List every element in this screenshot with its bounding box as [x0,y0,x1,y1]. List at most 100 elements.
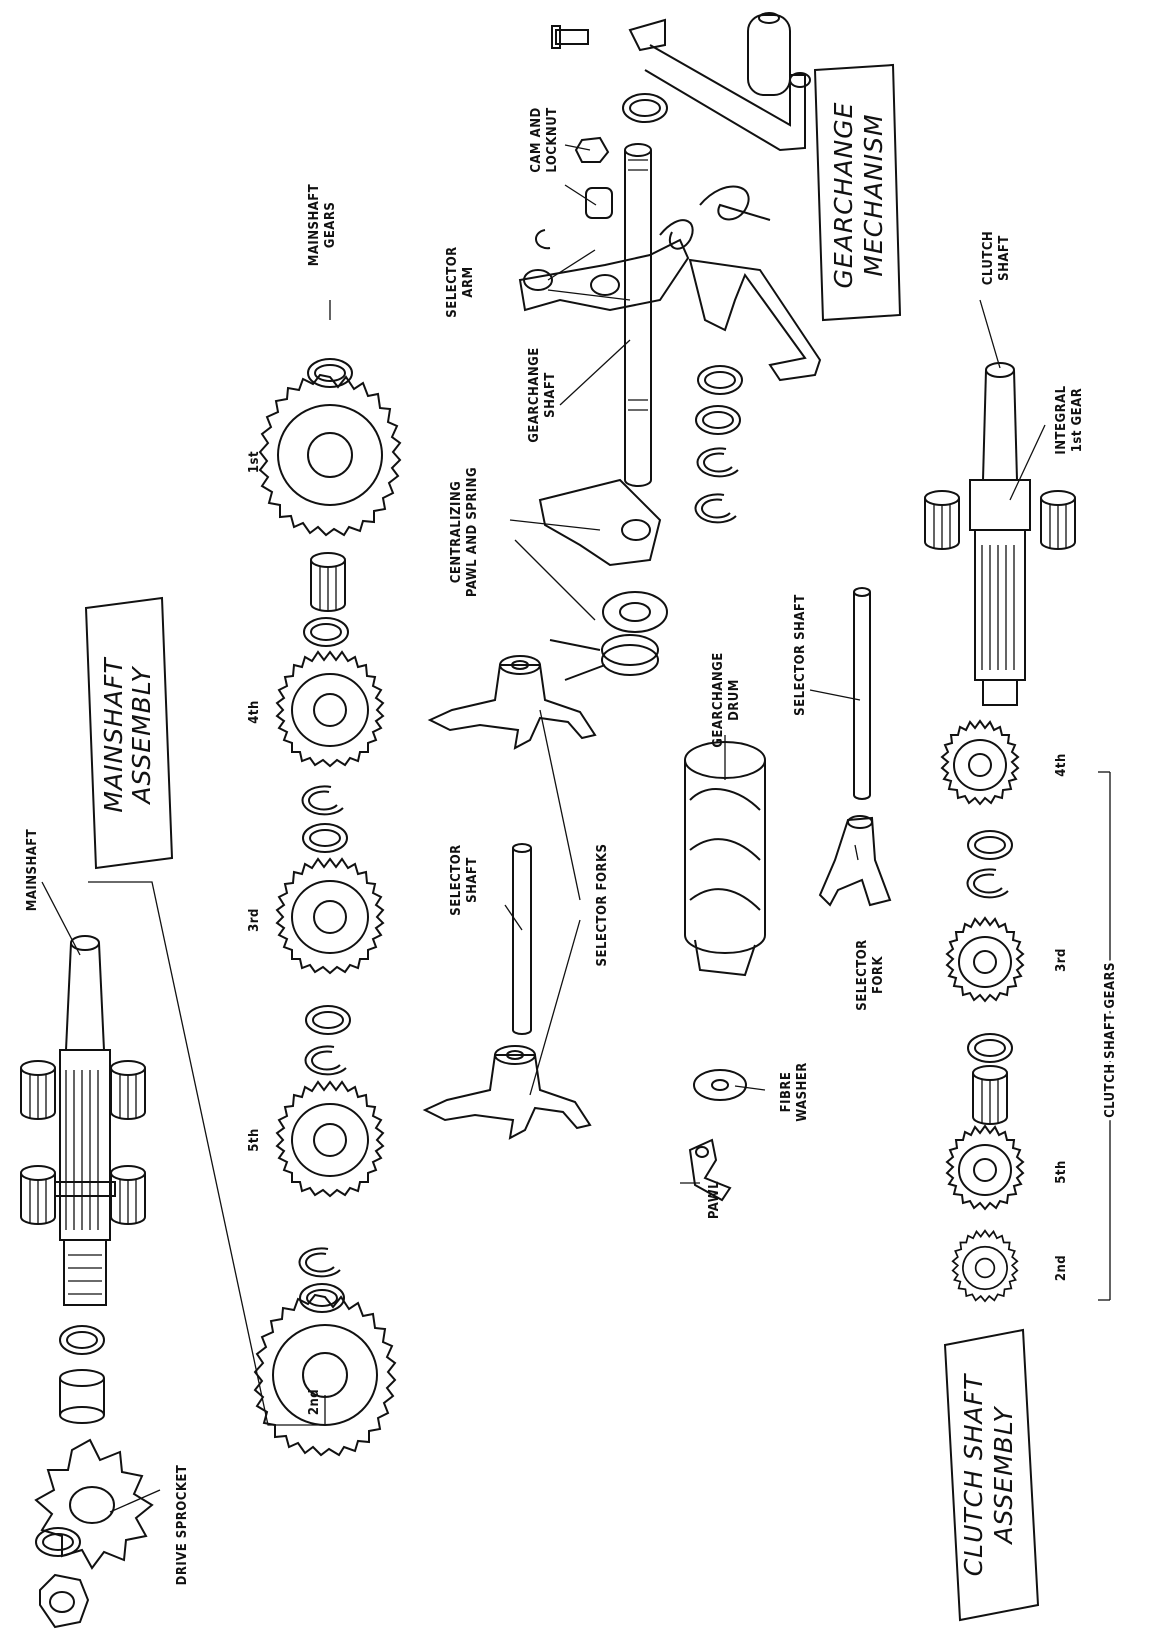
gearchange-circlips [694,365,743,524]
label-clutch-gear-3rd: 3rd [1054,948,1069,972]
mainshaft-gear-washer [302,823,348,853]
label-mainshaft: MAINSHAFT [25,829,40,912]
gearchange-mechanism-title-line2: MECHANISM [859,113,888,276]
label-drive-sprocket: DRIVE SPROCKET [175,1465,190,1586]
clutch-gear-washer [967,830,1013,860]
clutch-shaft-part [969,362,1031,706]
label-selector-arm-line1: SELECTOR [445,246,460,317]
selector-shaft-left-part [512,843,532,1035]
selector-arm-spring [659,185,771,250]
label-selector-shaft-left-line2: SHAFT [465,857,480,903]
label-mainshaft-gears-line1: MAINSHAFT [307,184,322,267]
selector-fork-upper [429,655,596,749]
mainshaft-part [54,935,116,1306]
clutch-shaft-assembly-title-line1: CLUTCH SHAFT [959,1373,988,1576]
leader-lines [41,144,1046,1513]
clutch-shaft-assembly-title: CLUTCH SHAFT ASSEMBLY [943,1328,1040,1622]
mainshaft-4th-gear [276,651,384,767]
gearchange-mechanism-title: GEARCHANGE MECHANISM [813,63,902,322]
mainshaft-assembly-title-line2: ASSEMBLY [127,666,156,806]
drive-sprocket-part [34,1438,154,1570]
label-mainshaft-gear-4th: 4th [247,700,262,724]
clutch-shaft-bearing [1040,490,1076,550]
label-clutch-shaft-line2: SHAFT [997,235,1012,281]
circlip-small [535,229,551,250]
label-gearchange-shaft-line2: SHAFT [543,372,558,418]
pinch-bolt-part [551,25,589,49]
clutch-3rd-gear [946,917,1024,1002]
clutch-gear-washer [967,1033,1013,1063]
label-clutch-shaft-gears: CLUTCH SHAFT GEARS [1103,962,1118,1118]
lever-rubber-part [747,12,791,96]
mainshaft-circlip [298,1247,341,1278]
selector-fork-lower [424,1045,591,1139]
label-gearchange-drum-line2: DRUM [727,679,742,721]
label-clutch-gear-4th: 4th [1054,753,1069,777]
mainshaft-bush [59,1369,105,1424]
mainshaft-5th-gear [276,1081,384,1197]
label-selector-shaft-right: SELECTOR SHAFT [793,594,808,716]
mainshaft-gear-washer [299,1283,345,1313]
label-mainshaft-gear-3rd: 3rd [247,908,262,932]
selector-fork-right-part [818,815,892,907]
mainshaft-assembly-title-line1: MAINSHAFT [99,657,128,813]
centralizing-spring-part [549,591,668,681]
clutch-shaft-assembly-title-line2: ASSEMBLY [989,1406,1018,1546]
mainshaft-bracket-line [88,881,326,1426]
cam-and-locknut-part [574,136,613,219]
label-clutch-gear-2nd: 2nd [1054,1255,1069,1281]
clutch-2nd-gear [951,1229,1019,1303]
label-cam-and-locknut-line1: CAM AND [529,107,544,172]
mainshaft-3rd-gear [276,858,384,974]
label-selector-shaft-left-line1: SELECTOR [449,844,464,915]
part-labels: MAINSHAFT DRIVE SPROCKET MAINSHAFT GEARS… [25,107,1121,1586]
mainshaft-needle-bearing [20,1165,56,1225]
label-pawl: PAWL [707,1181,722,1219]
clutch-gear-circlip [966,868,1009,899]
selector-shaft-right-part [853,587,871,800]
clutch-shaft-bearing [924,490,960,550]
mainshaft-1st-gear [259,374,401,536]
label-mainshaft-gear-1st: 1st [247,451,262,473]
label-mainshaft-gears-line2: GEARS [323,202,338,249]
gearchange-shaft-part [624,143,652,487]
clutch-4th-gear [941,720,1019,805]
sprocket-nut [39,1573,90,1629]
label-centralizing-line2: PAWL AND SPRING [465,467,480,597]
label-gearchange-shaft-line1: GEARCHANGE [527,347,542,442]
fibre-washer-part [693,1069,747,1101]
gearchange-drum-part [684,741,766,977]
mainshaft-gear-washer [305,1005,351,1035]
label-centralizing-line1: CENTRALIZING [449,481,464,583]
selector-arm-part [518,238,690,312]
label-clutch-gear-5th: 5th [1054,1160,1069,1184]
label-mainshaft-gear-5th: 5th [247,1128,262,1152]
mainshaft-gear-washer [303,617,349,647]
label-selector-forks: SELECTOR FORKS [595,844,610,967]
pawl-part [688,1138,732,1202]
label-clutch-shaft-line1: CLUTCH [981,231,996,285]
clutch-gear-bush [972,1065,1008,1125]
mainshaft-needle-bearing [20,1060,56,1120]
mainshaft-circlip [301,785,344,816]
mainshaft-needle-bearing [110,1165,146,1225]
label-cam-and-locknut-line2: LOCKNUT [545,107,560,172]
centralizing-pawl-part [538,478,662,567]
mainshaft-circlip [304,1045,347,1076]
gearchange-lever-part [628,18,811,152]
mainshaft-gear-bush [310,552,346,612]
label-fibre-washer-line2: WASHER [795,1062,810,1122]
label-mainshaft-gear-2nd: 2nd [307,1389,322,1415]
clutch-5th-gear [946,1125,1024,1210]
mainshaft-assembly-title: MAINSHAFT ASSEMBLY [84,596,174,870]
mainshaft-2nd-gear [254,1294,396,1456]
mainshaft-needle-bearing [110,1060,146,1120]
label-gearchange-drum-line1: GEARCHANGE [711,652,726,747]
label-integral-1st-gear-line2: 1st GEAR [1070,388,1085,452]
selector-plate-part [688,258,822,382]
label-selector-fork-line1: SELECTOR [855,939,870,1010]
sprocket-washer [35,1527,81,1557]
gearchange-mechanism-title-line1: GEARCHANGE [829,102,858,289]
